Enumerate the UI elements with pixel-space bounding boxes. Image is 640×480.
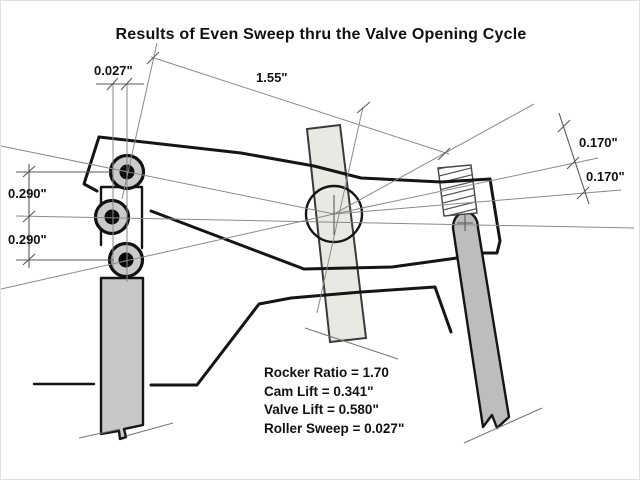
dim-rocker-length: 1.55" [256,70,288,85]
roller-bottom [107,241,145,279]
dim-pushrod-upper: 0.290" [8,186,47,201]
results-block: Rocker Ratio = 1.70 Cam Lift = 0.341" Va… [264,364,404,438]
result-valve-lift: Valve Lift = 0.580" [264,402,379,418]
dim-roller-sweep-top: 0.027" [94,63,133,78]
diagram-title: Results of Even Sweep thru the Valve Ope… [115,26,527,43]
dim-valve-lower: 0.170" [586,169,625,184]
result-rocker-ratio: Rocker Ratio = 1.70 [264,365,389,380]
valve-stem [451,211,511,430]
construction-lines [1,42,635,314]
break-lines [78,327,543,444]
rocker-stud [305,123,368,344]
dim-pushrod-lower: 0.290" [8,232,47,247]
cylinder-head-outline [32,285,453,387]
pushrod [99,276,145,441]
result-cam-lift: Cam Lift = 0.341" [264,383,374,399]
valve-tip-hatch-pad [437,164,478,217]
dim-valve-upper: 0.170" [579,135,618,150]
pivot-circle [304,184,364,244]
result-roller-sweep: Roller Sweep = 0.027" [264,420,405,436]
rocker-arm-outline [82,135,502,271]
dimension-lines [16,51,590,268]
roller-middle [93,198,131,236]
